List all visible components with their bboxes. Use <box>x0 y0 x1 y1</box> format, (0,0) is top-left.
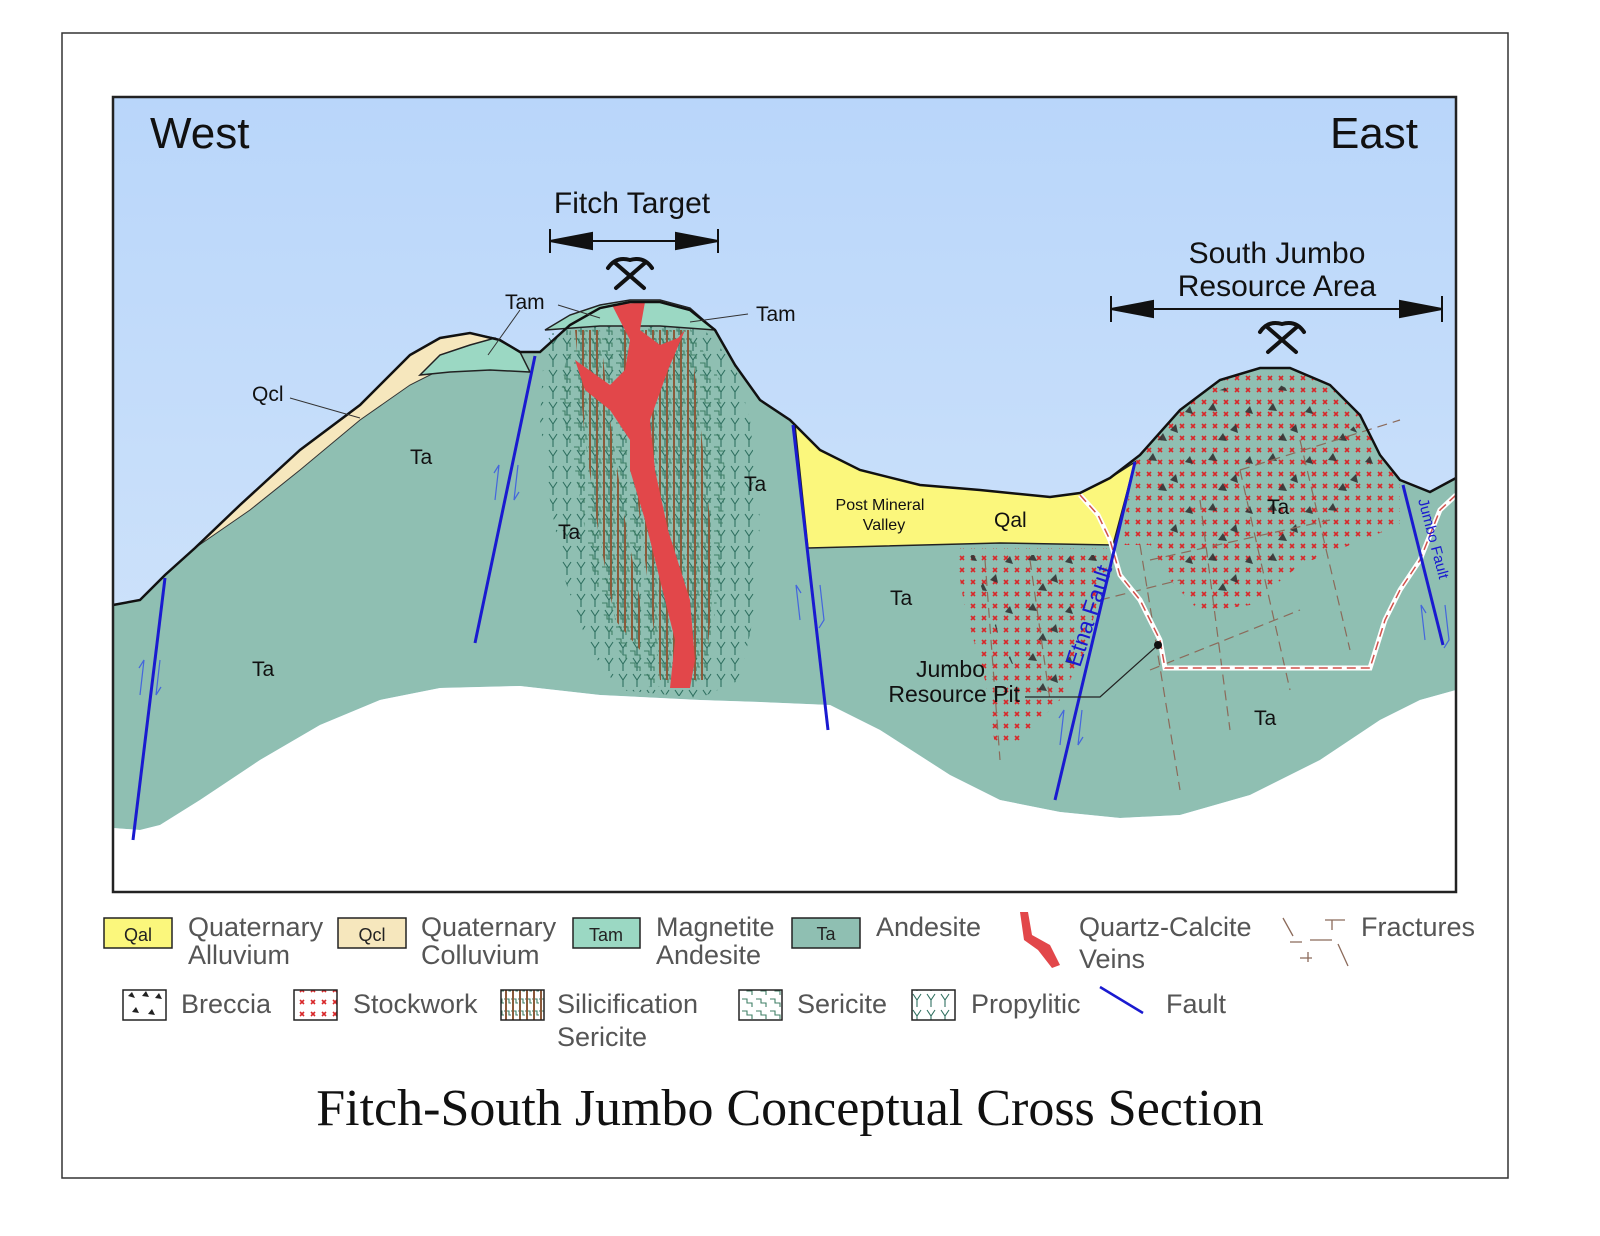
svg-text:Propylitic: Propylitic <box>971 989 1081 1019</box>
legend-stockwork: Stockwork <box>293 989 478 1021</box>
ground-surface <box>112 300 1457 607</box>
east-label: East <box>1330 109 1418 158</box>
svg-text:Fractures: Fractures <box>1361 912 1475 942</box>
svg-text:Andesite: Andesite <box>656 940 761 970</box>
legend-tam: Tam Magnetite Andesite <box>572 912 775 970</box>
legend-fractures: Fractures <box>1282 912 1475 967</box>
crossed-pickaxes-icon <box>1258 321 1306 354</box>
fitch-target-span-arrow <box>549 229 719 253</box>
svg-text:Veins: Veins <box>1079 944 1145 974</box>
fault-icon <box>1099 985 1144 1015</box>
ta-label: Ta <box>890 587 913 610</box>
svg-text:Sericite: Sericite <box>557 1022 647 1052</box>
post-mineral-label-1: Post Mineral <box>836 497 925 514</box>
south-jumbo-label-2: Resource Area <box>1178 270 1377 303</box>
tam-label: Tam <box>756 303 796 326</box>
svg-text:Ta: Ta <box>816 924 836 944</box>
breccia-icon <box>128 991 162 1015</box>
legend-sericite: Sericite <box>738 989 887 1021</box>
west-label: West <box>150 109 249 158</box>
svg-text:Qal: Qal <box>124 925 152 945</box>
svg-text:Stockwork: Stockwork <box>353 989 478 1019</box>
legend-ta: Ta Andesite <box>791 912 981 949</box>
svg-text:Colluvium: Colluvium <box>421 940 540 970</box>
ta-label: Ta <box>744 473 767 496</box>
faults <box>131 355 1445 841</box>
svg-text:Breccia: Breccia <box>181 989 272 1019</box>
svg-text:Quaternary: Quaternary <box>421 912 557 942</box>
svg-text:Tam: Tam <box>589 925 623 945</box>
ta-label: Ta <box>1267 496 1290 519</box>
jumbo-fault-line <box>1401 484 1445 646</box>
legend-breccia: Breccia <box>122 989 272 1021</box>
qcl-label: Qcl <box>252 383 284 406</box>
ta-label: Ta <box>558 521 581 544</box>
legend-veins: Quartz-Calcite Veins <box>1020 912 1252 974</box>
etna-fault-line <box>1053 461 1137 801</box>
andesite-ground <box>113 302 1456 830</box>
legend-silicification: Silicification Sericite <box>500 989 698 1052</box>
svg-text:Sericite: Sericite <box>797 989 887 1019</box>
south-jumbo-label-1: South Jumbo <box>1189 237 1366 270</box>
qal-label: Qal <box>994 509 1027 532</box>
svg-text:Andesite: Andesite <box>876 912 981 942</box>
jumbo-pit-label-1: Jumbo <box>916 656 985 682</box>
legend-propylitic: Propylitic <box>911 989 1081 1021</box>
svg-text:Fault: Fault <box>1166 989 1227 1019</box>
post-mineral-label-2: Valley <box>863 517 905 534</box>
breccia-west <box>970 555 1100 700</box>
fault-line <box>791 424 830 731</box>
section-frame <box>111 95 1458 894</box>
jumbo-pit-label-2: Resource Pit <box>888 681 1020 707</box>
legend: Qal Quaternary Alluvium Qcl Quaternary C… <box>103 912 1475 1052</box>
breccia-east <box>1140 375 1390 610</box>
silicification-band-left <box>575 330 640 650</box>
crossed-pickaxes-icon <box>606 257 654 290</box>
fractures-icon <box>1282 917 1349 967</box>
fitch-target-label: Fitch Target <box>554 187 711 220</box>
fault-line <box>131 577 167 841</box>
legend-qcl: Qcl Quaternary Colluvium <box>337 912 557 970</box>
svg-text:Quartz-Calcite: Quartz-Calcite <box>1079 912 1252 942</box>
tam-label: Tam <box>505 291 545 314</box>
legend-qal: Qal Quaternary Alluvium <box>103 912 324 970</box>
svg-text:Silicification: Silicification <box>557 989 698 1019</box>
vein-icon <box>1020 912 1060 968</box>
figure-title: Fitch-South Jumbo Conceptual Cross Secti… <box>316 1080 1264 1137</box>
ta-label: Ta <box>1254 707 1277 730</box>
legend-fault: Fault <box>1099 985 1227 1019</box>
fault-line <box>473 355 537 644</box>
quartz-calcite-vein <box>575 302 695 688</box>
svg-text:Magnetite: Magnetite <box>656 912 775 942</box>
svg-text:Alluvium: Alluvium <box>188 940 290 970</box>
ta-label: Ta <box>252 658 275 681</box>
ta-label: Ta <box>410 446 433 469</box>
fractures <box>984 419 1401 791</box>
south-jumbo-span-arrow <box>1110 296 1443 322</box>
svg-text:Qcl: Qcl <box>359 925 386 945</box>
fault-motion-arrows <box>138 464 1450 746</box>
svg-text:Quaternary: Quaternary <box>188 912 324 942</box>
